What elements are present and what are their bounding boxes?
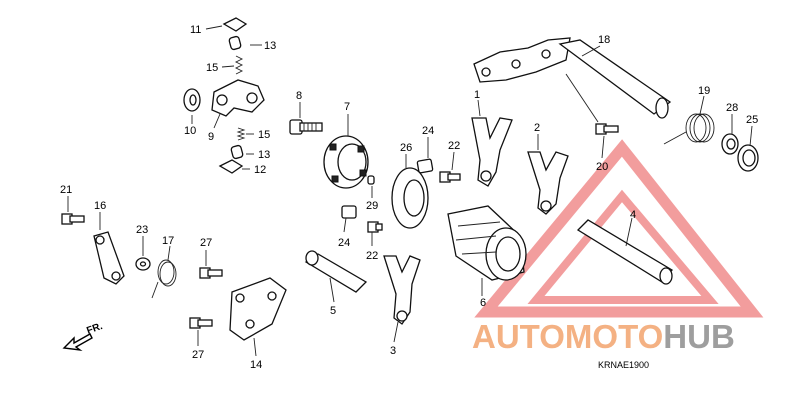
callout-18: 18 bbox=[598, 34, 610, 46]
part-shaft-4 bbox=[576, 219, 673, 285]
part-washer-23 bbox=[135, 257, 151, 271]
callout-15-top: 15 bbox=[206, 62, 218, 74]
part-washer-10 bbox=[183, 88, 201, 112]
callout-9: 9 bbox=[208, 131, 214, 143]
watermark-word-auto: AUTO bbox=[472, 318, 565, 355]
part-spring-17 bbox=[151, 259, 177, 299]
callout-12: 12 bbox=[254, 164, 266, 176]
part-bearing-26 bbox=[391, 167, 429, 229]
part-dowel-13-mid bbox=[230, 144, 244, 160]
part-spring-15-top bbox=[234, 55, 244, 75]
part-pin-24-top bbox=[416, 158, 434, 174]
part-bolt-22-lower bbox=[367, 221, 383, 233]
part-fork-3 bbox=[383, 255, 421, 325]
watermark-word-hub: HUB bbox=[663, 318, 735, 355]
watermark-wordmark: AUTOMOTOHUB bbox=[472, 318, 735, 355]
part-seal-25 bbox=[737, 144, 759, 172]
callout-labels: 11 13 15 10 9 8 7 15 13 12 24 26 22 1 2 … bbox=[60, 24, 758, 371]
callout-21: 21 bbox=[60, 184, 72, 196]
part-shaft-5 bbox=[304, 250, 368, 293]
part-bolt-27-upper bbox=[199, 267, 223, 279]
part-drum-center-7 bbox=[323, 135, 369, 189]
callout-29: 29 bbox=[366, 200, 378, 212]
callout-6: 6 bbox=[480, 297, 486, 309]
callout-24-lower: 24 bbox=[338, 237, 350, 249]
part-bolt-8 bbox=[289, 119, 323, 135]
callout-10: 10 bbox=[184, 125, 196, 137]
part-arm-16 bbox=[93, 231, 125, 285]
front-label: FR. bbox=[85, 321, 104, 337]
callout-27-upper: 27 bbox=[200, 237, 212, 249]
callout-27-lower: 27 bbox=[192, 349, 204, 361]
callout-5: 5 bbox=[330, 305, 336, 317]
callout-2: 2 bbox=[534, 122, 540, 134]
watermark-word-moto: MOTO bbox=[565, 318, 663, 355]
callout-22-lower: 22 bbox=[366, 250, 378, 262]
watermark-logo bbox=[474, 139, 764, 318]
leader-lines bbox=[67, 25, 753, 357]
part-collar-28 bbox=[721, 133, 739, 155]
callout-1: 1 bbox=[474, 89, 480, 101]
callout-14: 14 bbox=[250, 359, 262, 371]
callout-19: 19 bbox=[698, 85, 710, 97]
front-arrow-icon bbox=[62, 333, 93, 352]
part-pin-29 bbox=[367, 175, 375, 185]
part-bolt-22-top bbox=[439, 171, 461, 183]
callout-20: 20 bbox=[596, 161, 608, 173]
diagram-code: KRNAE1900 bbox=[598, 360, 649, 370]
part-cap-12 bbox=[218, 159, 244, 174]
callout-7: 7 bbox=[344, 101, 350, 113]
callout-26: 26 bbox=[400, 142, 412, 154]
part-bolt-27-lower bbox=[189, 317, 213, 329]
part-spring-15-mid bbox=[236, 127, 246, 141]
callout-28: 28 bbox=[726, 102, 738, 114]
callout-16: 16 bbox=[94, 200, 106, 212]
callout-13-mid: 13 bbox=[258, 149, 270, 161]
callout-15-mid: 15 bbox=[258, 129, 270, 141]
part-pin-24-lower bbox=[341, 205, 357, 219]
callout-25: 25 bbox=[746, 114, 758, 126]
callout-4: 4 bbox=[630, 209, 636, 221]
callout-11: 11 bbox=[190, 24, 201, 36]
part-drum-6 bbox=[447, 205, 527, 281]
callout-8: 8 bbox=[296, 90, 302, 102]
svg-text:AUTOMOTOHUB: AUTOMOTOHUB bbox=[472, 318, 735, 355]
callout-22-top: 22 bbox=[448, 140, 460, 152]
part-bolt-21 bbox=[61, 213, 85, 225]
callout-3: 3 bbox=[390, 345, 396, 357]
part-fork-2 bbox=[527, 151, 569, 215]
part-spring-19 bbox=[663, 113, 715, 145]
part-cap-11 bbox=[222, 17, 248, 32]
part-dowel-13-top bbox=[228, 35, 242, 51]
part-bolt-20 bbox=[595, 123, 619, 135]
part-fork-1 bbox=[471, 117, 513, 187]
part-shaft-18 bbox=[473, 37, 672, 119]
callout-17: 17 bbox=[162, 235, 174, 247]
callout-13-top: 13 bbox=[264, 40, 276, 52]
front-direction-indicator: FR. bbox=[62, 321, 104, 352]
part-plate-14 bbox=[229, 277, 287, 341]
callout-23: 23 bbox=[136, 224, 148, 236]
callout-24-top: 24 bbox=[422, 125, 434, 137]
part-stopper-arm-9 bbox=[211, 79, 265, 117]
